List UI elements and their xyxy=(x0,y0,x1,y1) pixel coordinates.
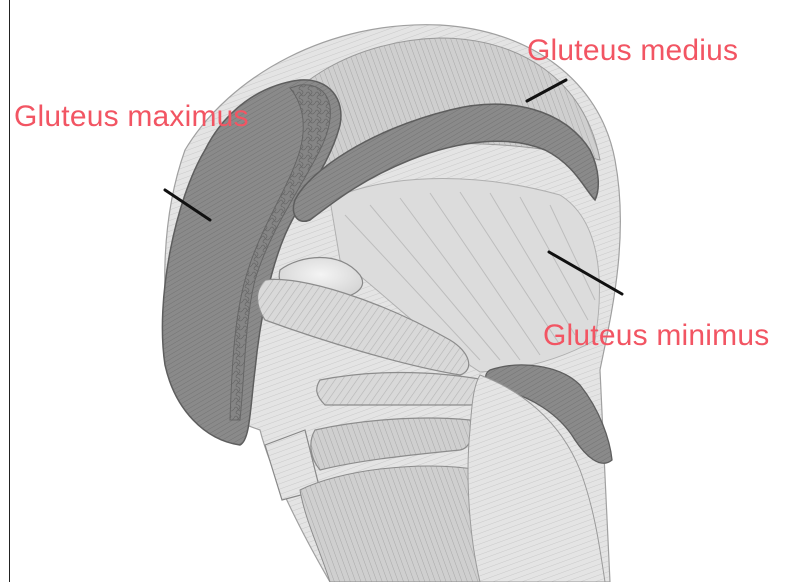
gemellus-obturator xyxy=(317,373,487,406)
label-gluteus-maximus: Gluteus maximus xyxy=(14,102,249,132)
label-gluteus-minimus: Gluteus minimus xyxy=(543,321,769,351)
label-gluteus-medius: Gluteus medius xyxy=(527,36,738,66)
